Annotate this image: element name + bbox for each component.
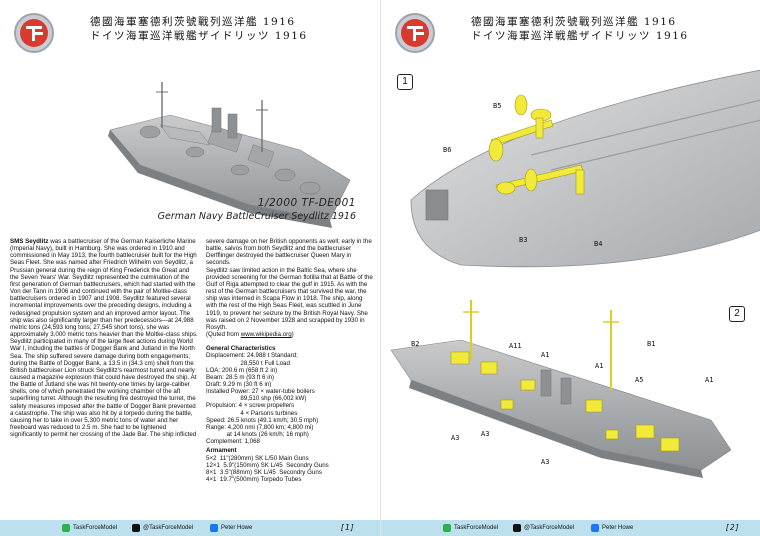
callout-label: A1 [541,351,550,359]
history-column-1: SMS Seydlitz was a battlecruiser of the … [10,238,198,438]
callout-label: B6 [443,146,452,154]
callout-label: A1 [595,362,604,370]
footer-facebook[interactable]: Peter Howe [210,524,252,532]
x-icon [132,524,140,532]
taskforce-logo-icon [395,13,435,53]
spec-line: at 14 knots (26 km/h; 16 mph) [206,431,309,439]
spec-line: Beam: 28.5 m (93 ft 6 in) [206,373,275,381]
spec-line: LOA: 200.6 m (658 ft 2 in) [206,366,278,374]
callout-label: A1 [705,376,714,384]
right-page: 德國海軍塞德利茨號戰列巡洋艦 1916 ドイツ海軍巡洋戦艦ザイドリッツ 1916… [380,0,760,536]
history-paragraph: Seydlitz participated in many of the lar… [10,338,197,439]
page-number: [2] [725,523,740,532]
history-paragraph: Seydlitz saw limited action in the Balti… [206,266,373,331]
panel-number-1: 1 [397,74,413,90]
title-japanese: ドイツ海軍巡洋戦艦ザイドリッツ 1916 [471,30,689,42]
wechat-icon [443,524,451,532]
callout-label: B1 [647,340,656,348]
callout-label: A3 [541,458,550,466]
history-column-2: severe damage on her British opponents a… [206,238,374,483]
callout-label: A3 [481,430,490,438]
panel-number-2: 2 [729,306,745,322]
history-paragraph: SMS Seydlitz was a battlecruiser of the … [10,238,198,339]
callout-label: B5 [493,102,502,110]
ship-name-bold: SMS Seydlitz [10,238,49,245]
armament-heading: Armament [206,447,237,455]
title-japanese: ドイツ海軍巡洋戦艦ザイドリッツ 1916 [90,30,308,42]
page-number: [1] [340,523,355,532]
callout-label: A3 [451,434,460,442]
left-page: 德國海軍塞德利茨號戰列巡洋艦 1916 ドイツ海軍巡洋戦艦ザイドリッツ 1916… [0,13,380,536]
full-ship-assembly-illustration [390,300,732,478]
title-chinese: 德國海軍塞德利茨號戰列巡洋艦 1916 [471,16,677,28]
stern-detail-illustration [410,69,760,268]
quote-source: (Quted from www.wikipedia.org) [206,331,294,339]
armament-line: 8×1 3.5"(88mm) SK L/45 Secondry Guns [206,468,322,476]
footer-bar: TaskForceModel @TaskForceModel Peter How… [381,520,760,536]
wikipedia-link[interactable]: www.wikipedia.org [240,331,292,339]
spec-line: Installed Power: 27 × water-tube boilers [206,388,315,396]
scale-code-caption: 1/2000 TF-DE001 [257,197,356,209]
spec-line: Propulsion: 4 × screw propellers [206,402,295,410]
wechat-icon [62,524,70,532]
spec-line: 28,550 t Full Load [206,359,290,367]
spec-line: Complement: 1,068 [206,438,260,446]
ship-name-caption: German Navy BattleCruiser Seydlitz 1916 [157,211,356,222]
x-icon [513,524,521,532]
spec-line: 89,510 shp (66,002 kW) [206,395,307,403]
specs-list: Displacement: 24,988 t Standard; 28,550 … [206,352,374,445]
facebook-icon [210,524,218,532]
footer-facebook[interactable]: Peter Howe [591,524,633,532]
ship-model-illustration [108,82,351,228]
spec-line: 4 × Parsons turbines [206,409,298,417]
callout-label: B3 [519,236,528,244]
armament-line: 4×1 19.7"(500mm) Torpedo Tubes [206,476,302,483]
callout-label: A11 [509,342,522,350]
callout-label: B4 [594,240,603,248]
spec-line: Speed: 26.5 knots (49.1 km/h; 30.5 mph) [206,416,319,424]
history-paragraph: severe damage on her British opponents a… [206,238,372,267]
spec-line: Range: 4,200 nmi (7,800 km; 4,800 mi) [206,423,314,431]
taskforce-logo-icon [14,13,54,53]
facebook-icon [591,524,599,532]
callout-label: A5 [635,376,644,384]
footer-wechat[interactable]: TaskForceModel [443,524,498,532]
spec-line: Displacement: 24,988 t Standard; [206,352,298,360]
title-chinese: 德國海軍塞德利茨號戰列巡洋艦 1916 [90,16,296,28]
callout-label: B2 [411,340,420,348]
specs-heading: General Characteristics [206,345,276,353]
armament-line: 5×2 11"(280mm) SK L/50 Main Guns [206,454,309,462]
armament-line: 12×1 5.9"(150mm) SK L/45 Secondry Guns [206,461,329,469]
footer-bar: TaskForceModel @TaskForceModel Peter How… [0,520,380,536]
footer-x[interactable]: @TaskForceModel [132,524,193,532]
footer-wechat[interactable]: TaskForceModel [62,524,117,532]
spec-line: Draft: 9.29 m (30 ft 6 in) [206,380,272,388]
footer-x[interactable]: @TaskForceModel [513,524,574,532]
